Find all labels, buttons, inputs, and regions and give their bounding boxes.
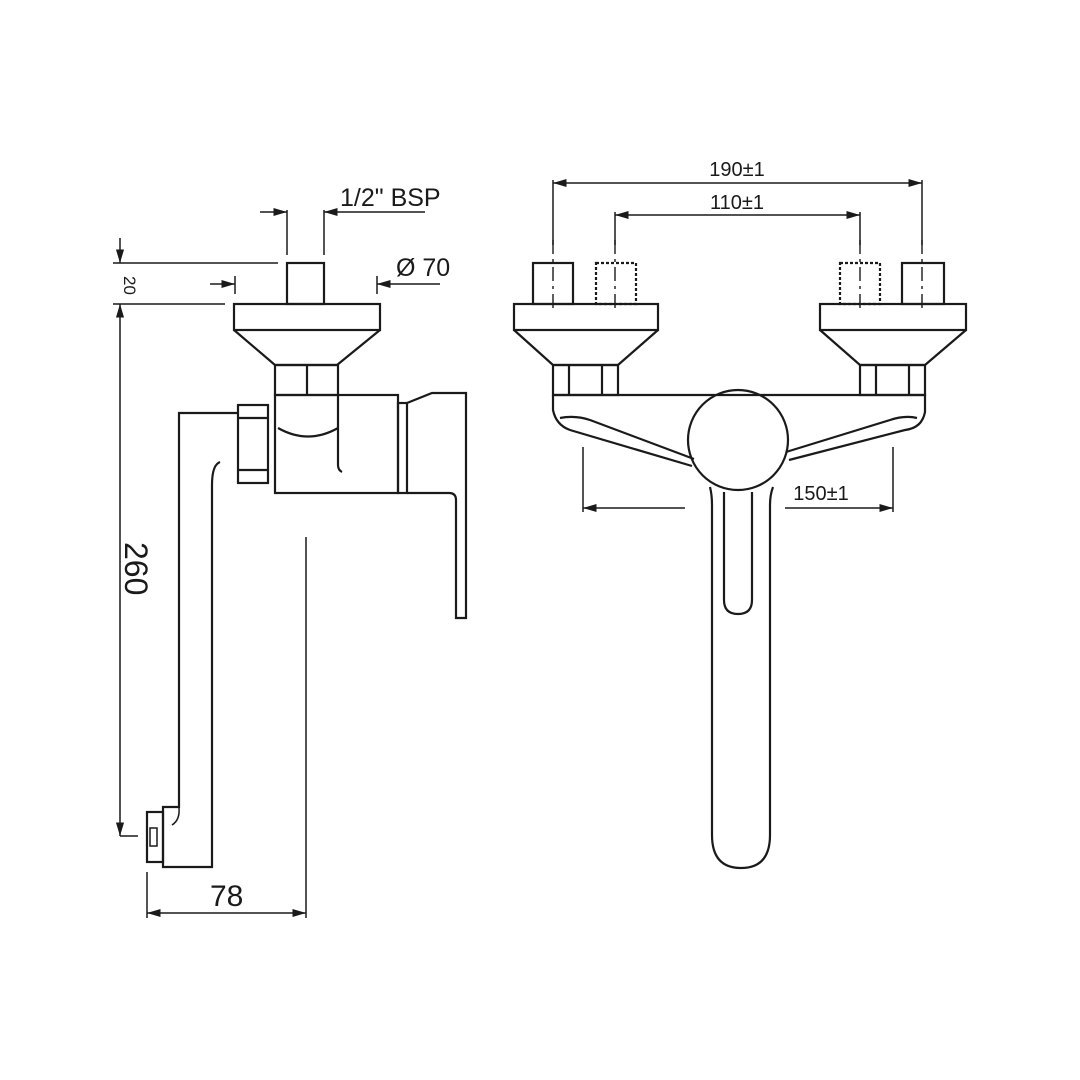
aerator [145,810,165,864]
right-nut [858,363,927,397]
side-mixer-body [145,261,468,869]
right-inlet-stub [900,261,946,306]
left-flange [512,302,660,332]
spout [161,411,238,869]
dim-flange-diameter-label: Ø 70 [396,254,450,282]
side-dimensions: 1/2" BSP Ø 70 20 260 78 [113,184,450,918]
left-eccentric-stub-hidden [594,261,638,306]
right-flange [818,302,968,332]
side-nut [236,403,270,485]
dim-outer-centers-label: 190±1 [709,159,764,181]
spout-lever [708,486,775,870]
front-dimensions: 190±1 110±1 150±1 [552,159,923,513]
dim-stub-height-label: 20 [120,276,139,295]
body-bar [553,393,927,462]
flange [232,302,382,332]
dim-height-label: 260 [118,542,154,595]
control-knob [686,388,790,492]
front-centerlines [552,240,923,310]
front-view: 190±1 110±1 150±1 [512,159,968,870]
inlet-stub [285,261,326,306]
front-mixer-body [512,261,968,870]
left-nut [551,363,620,397]
dim-projection-label: 78 [210,880,243,913]
dim-spout-width-label: 150±1 [793,483,848,505]
dim-inner-centers-label: 110±1 [710,192,764,214]
flange-cone [233,329,381,367]
dim-pipe-thread-label: 1/2" BSP [340,184,441,212]
lever-handle [406,391,468,620]
valve-body [273,393,400,495]
side-view: 1/2" BSP Ø 70 20 260 78 [113,184,468,918]
